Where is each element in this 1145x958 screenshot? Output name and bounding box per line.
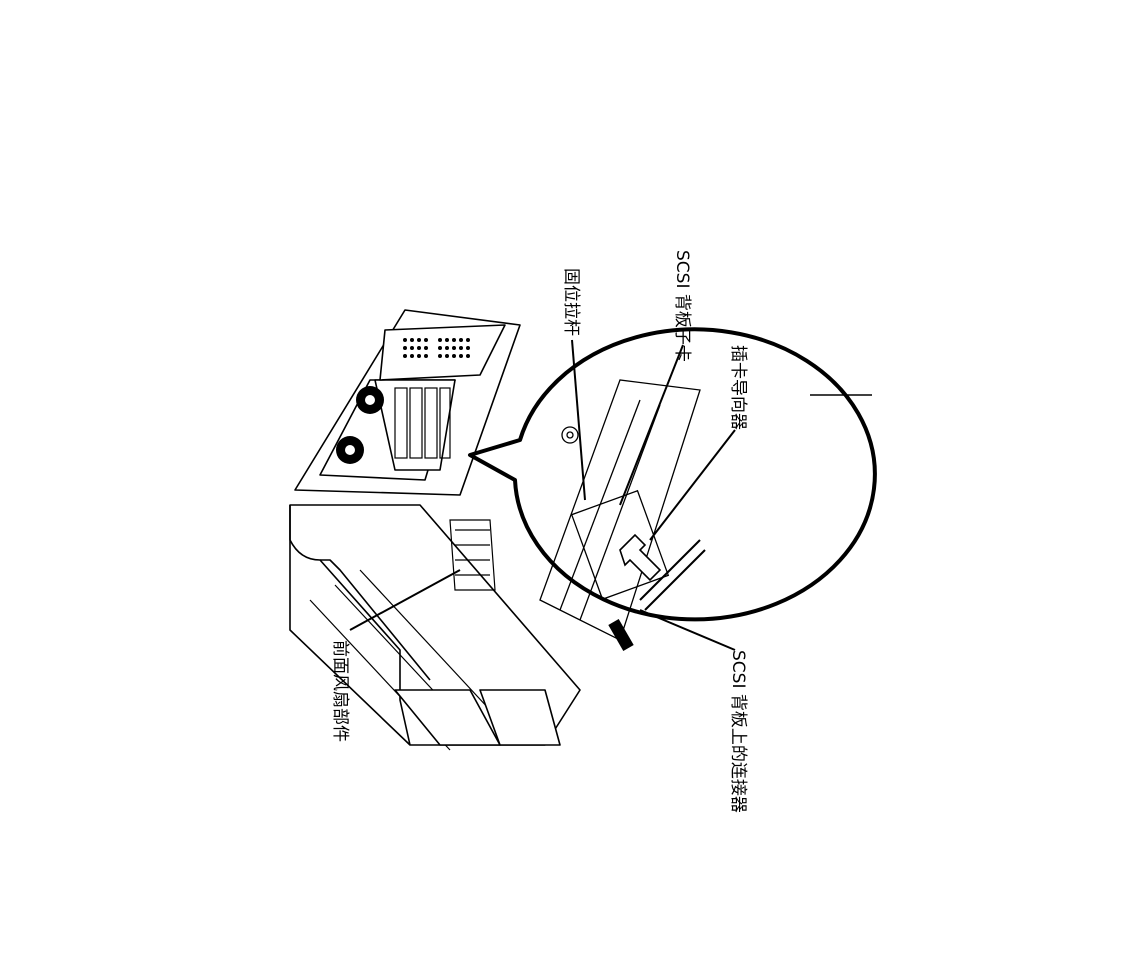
label-card-guide: 插卡导向器 — [728, 345, 748, 430]
connector-graphic — [608, 619, 633, 651]
label-backplane-connector: SCSI 背板上的连接器 — [728, 650, 748, 813]
label-retention-lever: 固位拉杆 — [561, 268, 581, 336]
label-front-fan-assembly: 前面风扇部件 — [330, 640, 350, 742]
label-backplane-daughter-card: SCSI 背板子卡 — [672, 250, 692, 362]
magnified-view — [470, 329, 875, 651]
